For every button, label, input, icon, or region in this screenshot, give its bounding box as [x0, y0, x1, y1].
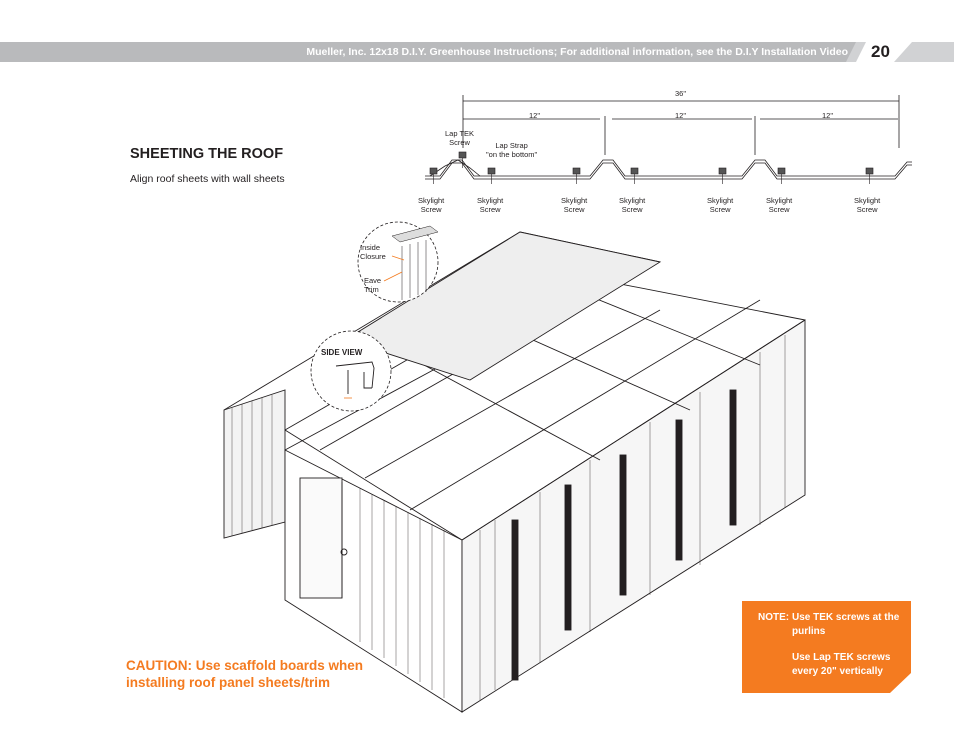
header-bar — [0, 42, 954, 62]
header-bar-shape — [0, 42, 954, 62]
note-box-shape — [742, 601, 911, 693]
overall-width-label: 36" — [675, 89, 687, 98]
side-view-label: SIDE VIEW — [321, 348, 363, 357]
side-view-callout-circle — [310, 330, 392, 412]
segment-width-2: 12" — [675, 111, 687, 120]
note-content: NOTE: Use TEK screws at the purlins Use … — [758, 611, 903, 678]
header-title: Mueller, Inc. 12x18 D.I.Y. Greenhouse In… — [306, 46, 848, 58]
profile-screws — [429, 151, 874, 184]
section-subtitle: Align roof sheets with wall sheets — [130, 173, 285, 185]
section-title: SHEETING THE ROOF — [130, 146, 284, 162]
note-box — [742, 601, 911, 693]
caution-text: CAUTION: Use scaffold boards when instal… — [126, 658, 364, 690]
segment-width-1: 12" — [529, 111, 541, 120]
dimension-lines — [462, 95, 900, 155]
wall-ribs — [231, 335, 786, 700]
roof-profile — [425, 159, 912, 180]
lap-strap-label: Lap Strap"on the bottom" — [486, 141, 538, 159]
building — [223, 231, 806, 713]
note-label: NOTE: — [758, 612, 790, 623]
segment-width-3: 12" — [822, 111, 834, 120]
page-number: 20 — [871, 42, 890, 61]
note-line-1: Use TEK screws at the purlins — [792, 612, 900, 637]
note-line-2: Use Lap TEK screws every 20" vertically — [792, 652, 891, 677]
